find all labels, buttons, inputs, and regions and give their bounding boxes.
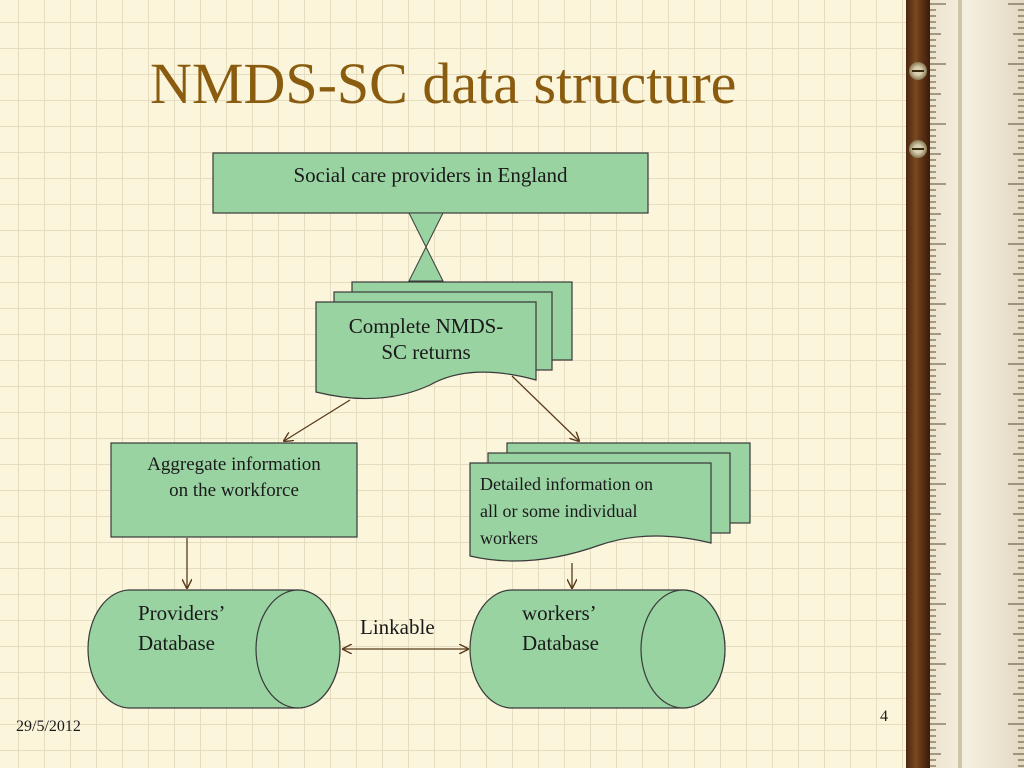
detailed-line-3: workers: [480, 528, 538, 548]
returns-doc-line-2: SC returns: [381, 340, 471, 364]
returns-doc-label: Complete NMDS- SC returns: [316, 313, 536, 365]
screw-icon: [909, 62, 927, 80]
returns-doc-line-1: Complete NMDS-: [348, 314, 504, 338]
linkable-label: Linkable: [360, 615, 435, 639]
workers-db-line-1: workers’: [522, 601, 597, 625]
slide-title: NMDS-SC data structure: [150, 51, 737, 116]
detailed-line-2: all or some individual: [480, 501, 638, 521]
providers-database-shape: [87, 589, 341, 709]
ruler-wood-strip: [906, 0, 930, 768]
detailed-doc-label: Detailed information on all or some indi…: [480, 471, 710, 552]
ruler-face: [930, 0, 1024, 768]
detailed-line-1: Detailed information on: [480, 474, 653, 494]
collate-connector: [408, 212, 444, 282]
aggregate-line-2: on the workforce: [169, 480, 299, 501]
providers-box-label: Social care providers in England: [293, 163, 568, 187]
slide-page-number: 4: [880, 708, 888, 725]
workers-db-label: workers’ Database: [522, 598, 599, 658]
detailed-multidocument: [469, 442, 751, 562]
arrow-to-detailed: [511, 375, 579, 441]
slide-date: 29/5/2012: [16, 718, 81, 735]
aggregate-line-1: Aggregate information: [147, 454, 321, 475]
ruler-ticks: [930, 3, 1024, 767]
workers-db-line-2: Database: [522, 631, 599, 655]
providers-db-line-2: Database: [138, 631, 215, 655]
aggregate-box-label: Aggregate information on the workforce: [111, 452, 357, 504]
workers-database-shape: [469, 589, 726, 709]
ruler-groove: [958, 0, 962, 768]
returns-multidocument: [315, 281, 573, 400]
providers-db-label: Providers’ Database: [138, 598, 226, 658]
providers-db-line-1: Providers’: [138, 601, 226, 625]
arrow-to-aggregate: [284, 399, 351, 441]
screw-icon: [909, 140, 927, 158]
providers-box: [212, 152, 649, 214]
aggregate-box: [110, 442, 358, 538]
